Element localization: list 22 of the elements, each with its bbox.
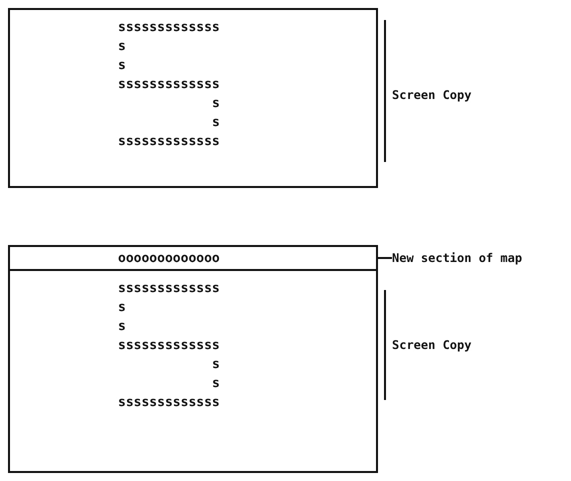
screen-box <box>8 8 378 188</box>
screen-text-row: sssssssssssss <box>118 395 220 411</box>
map-text: ooooooooooooo <box>118 251 220 267</box>
screen-text-row: s <box>118 39 126 55</box>
screen-text-row: s <box>118 319 126 335</box>
map-section-box <box>8 245 378 271</box>
screen-text-row: sssssssssssss <box>118 20 220 36</box>
screen-box <box>8 269 378 473</box>
bracket-label: Screen Copy <box>392 88 472 102</box>
screen-text-row: s <box>212 357 220 373</box>
screen-text-row: s <box>212 115 220 131</box>
bracket-label: Screen Copy <box>392 338 472 352</box>
leader-line <box>378 257 392 259</box>
leader-text: New section of map <box>392 249 522 267</box>
screen-text-row: s <box>118 58 126 74</box>
screen-text-row: s <box>118 300 126 316</box>
screen-text-row: s <box>212 376 220 392</box>
screen-text-row: s <box>212 96 220 112</box>
screen-text-row: sssssssssssss <box>118 281 220 297</box>
screen-text-row: sssssssssssss <box>118 134 220 150</box>
screen-text-row: sssssssssssss <box>118 338 220 354</box>
screen-text-row: sssssssssssss <box>118 77 220 93</box>
